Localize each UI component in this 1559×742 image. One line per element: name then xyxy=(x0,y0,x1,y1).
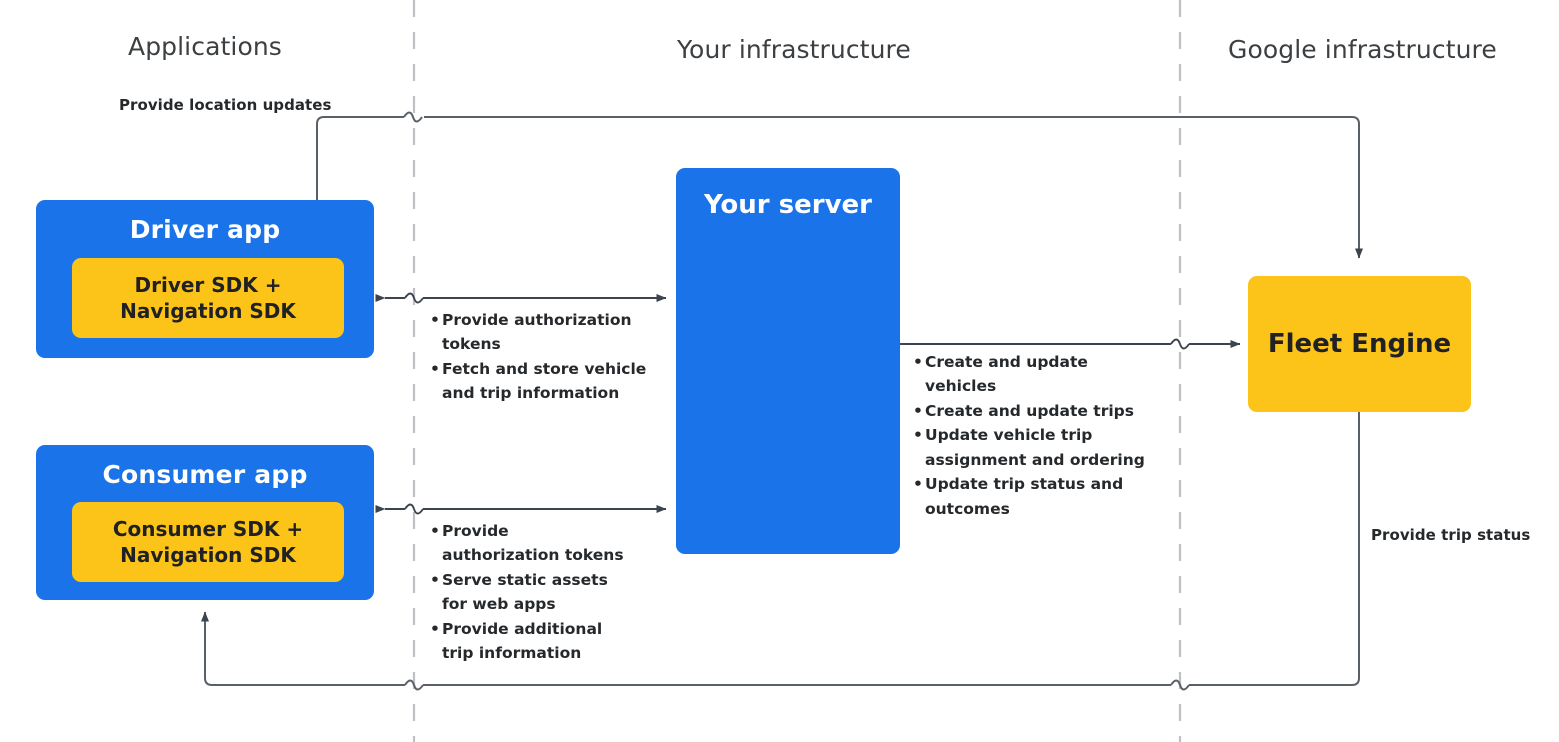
edge-driver-location-updates xyxy=(316,111,1363,259)
edge-label-provide-trip-status: Provide trip status xyxy=(1371,526,1531,544)
fleet-engine-title: Fleet Engine xyxy=(1267,329,1452,359)
bullet-item: Update vehicle trip assignment and order… xyxy=(913,423,1163,472)
driver-sdk-label-line1: Driver SDK + xyxy=(134,272,282,297)
driver-app-title: Driver app xyxy=(129,215,281,244)
edge-fleet-trip-status xyxy=(201,412,1360,691)
node-your-server[interactable]: Your server xyxy=(676,168,900,554)
bullet-item: Create and update trips xyxy=(913,399,1163,424)
your-server-title: Your server xyxy=(703,190,873,220)
zone-header-google-infrastructure: Google infrastructure xyxy=(1228,35,1497,64)
zone-header-applications: Applications xyxy=(128,32,282,61)
bullet-item: Create and update vehicles xyxy=(913,350,1163,399)
node-consumer-app[interactable]: Consumer app Consumer SDK + Navigation S… xyxy=(36,445,374,600)
bullet-list-server-fleet: Create and update vehiclesCreate and upd… xyxy=(913,350,1163,521)
driver-sdk-label: Driver SDK + Navigation SDK xyxy=(120,272,296,325)
edge-label-provide-location-updates: Provide location updates xyxy=(119,96,332,114)
bullet-item: Serve static assets for web apps xyxy=(430,568,630,617)
zone-header-your-infrastructure: Your infrastructure xyxy=(677,35,911,64)
consumer-app-title: Consumer app xyxy=(102,460,308,489)
edge-driver-server xyxy=(375,292,667,304)
bullet-list-driver-server: Provide authorization tokensFetch and st… xyxy=(430,308,652,406)
bullet-item: Provide authorization tokens xyxy=(430,519,630,568)
node-consumer-sdk[interactable]: Consumer SDK + Navigation SDK xyxy=(72,502,344,582)
bullet-item: Provide authorization tokens xyxy=(430,308,652,357)
bullet-item: Provide additional trip information xyxy=(430,617,630,666)
node-fleet-engine[interactable]: Fleet Engine xyxy=(1248,276,1471,412)
node-driver-sdk[interactable]: Driver SDK + Navigation SDK xyxy=(72,258,344,338)
consumer-sdk-label-line2: Navigation SDK xyxy=(120,543,296,567)
edge-consumer-server xyxy=(375,503,667,515)
bullet-item: Fetch and store vehicle and trip informa… xyxy=(430,357,652,406)
consumer-sdk-label-line1: Consumer SDK + xyxy=(112,516,304,541)
driver-sdk-label-line2: Navigation SDK xyxy=(120,299,296,323)
edge-server-fleet xyxy=(900,338,1241,350)
bullet-item: Update trip status and outcomes xyxy=(913,472,1163,521)
consumer-sdk-label: Consumer SDK + Navigation SDK xyxy=(113,516,303,569)
bullet-list-consumer-server: Provide authorization tokensServe static… xyxy=(430,519,630,666)
node-driver-app[interactable]: Driver app Driver SDK + Navigation SDK xyxy=(36,200,374,358)
